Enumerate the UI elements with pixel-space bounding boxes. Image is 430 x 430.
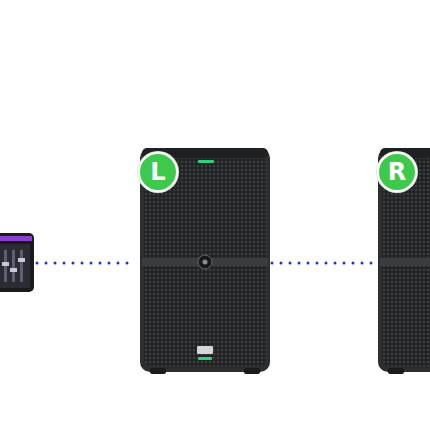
tablet-mixer — [0, 233, 34, 292]
channel-badge: R — [377, 152, 417, 192]
speaker-right — [378, 148, 430, 374]
channel-label: R — [388, 160, 406, 184]
speaker-box: L — [140, 148, 270, 372]
channel-badge: L — [138, 152, 178, 192]
wireless-link — [37, 262, 136, 265]
speaker-box: R — [378, 148, 430, 372]
wireless-link — [272, 262, 376, 265]
speaker-left — [140, 148, 270, 374]
channel-label: L — [150, 160, 165, 184]
